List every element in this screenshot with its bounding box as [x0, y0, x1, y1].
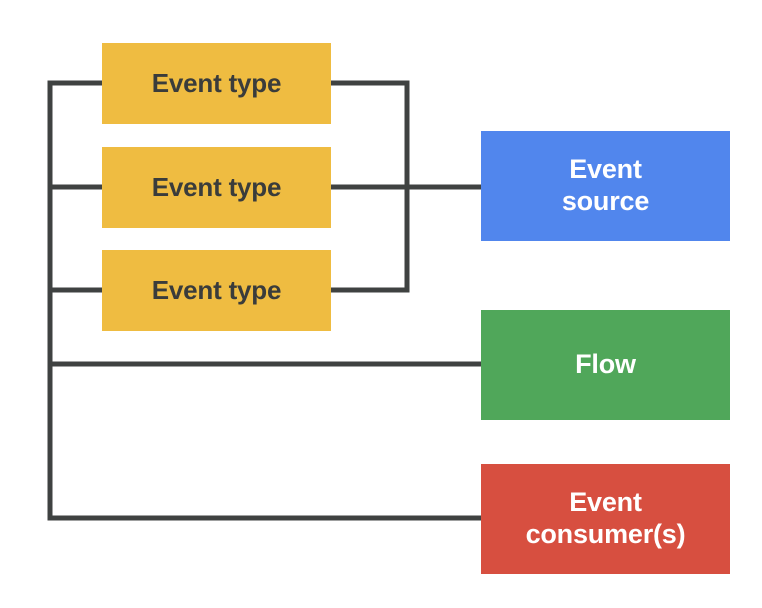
node-event-source[interactable]: Event source — [481, 131, 730, 241]
node-event-type-1-label: Event type — [151, 68, 282, 99]
node-event-source-label: Event source — [561, 154, 650, 216]
node-event-consumer[interactable]: Event consumer(s) — [481, 464, 730, 574]
node-event-type-3-label: Event type — [151, 275, 282, 306]
node-event-type-1[interactable]: Event type — [102, 43, 331, 124]
node-event-type-2-label: Event type — [151, 172, 282, 203]
node-event-type-3[interactable]: Event type — [102, 250, 331, 331]
node-flow-label: Flow — [575, 349, 636, 380]
node-flow[interactable]: Flow — [481, 310, 730, 420]
node-event-type-2[interactable]: Event type — [102, 147, 331, 228]
node-event-consumer-label: Event consumer(s) — [525, 487, 686, 549]
